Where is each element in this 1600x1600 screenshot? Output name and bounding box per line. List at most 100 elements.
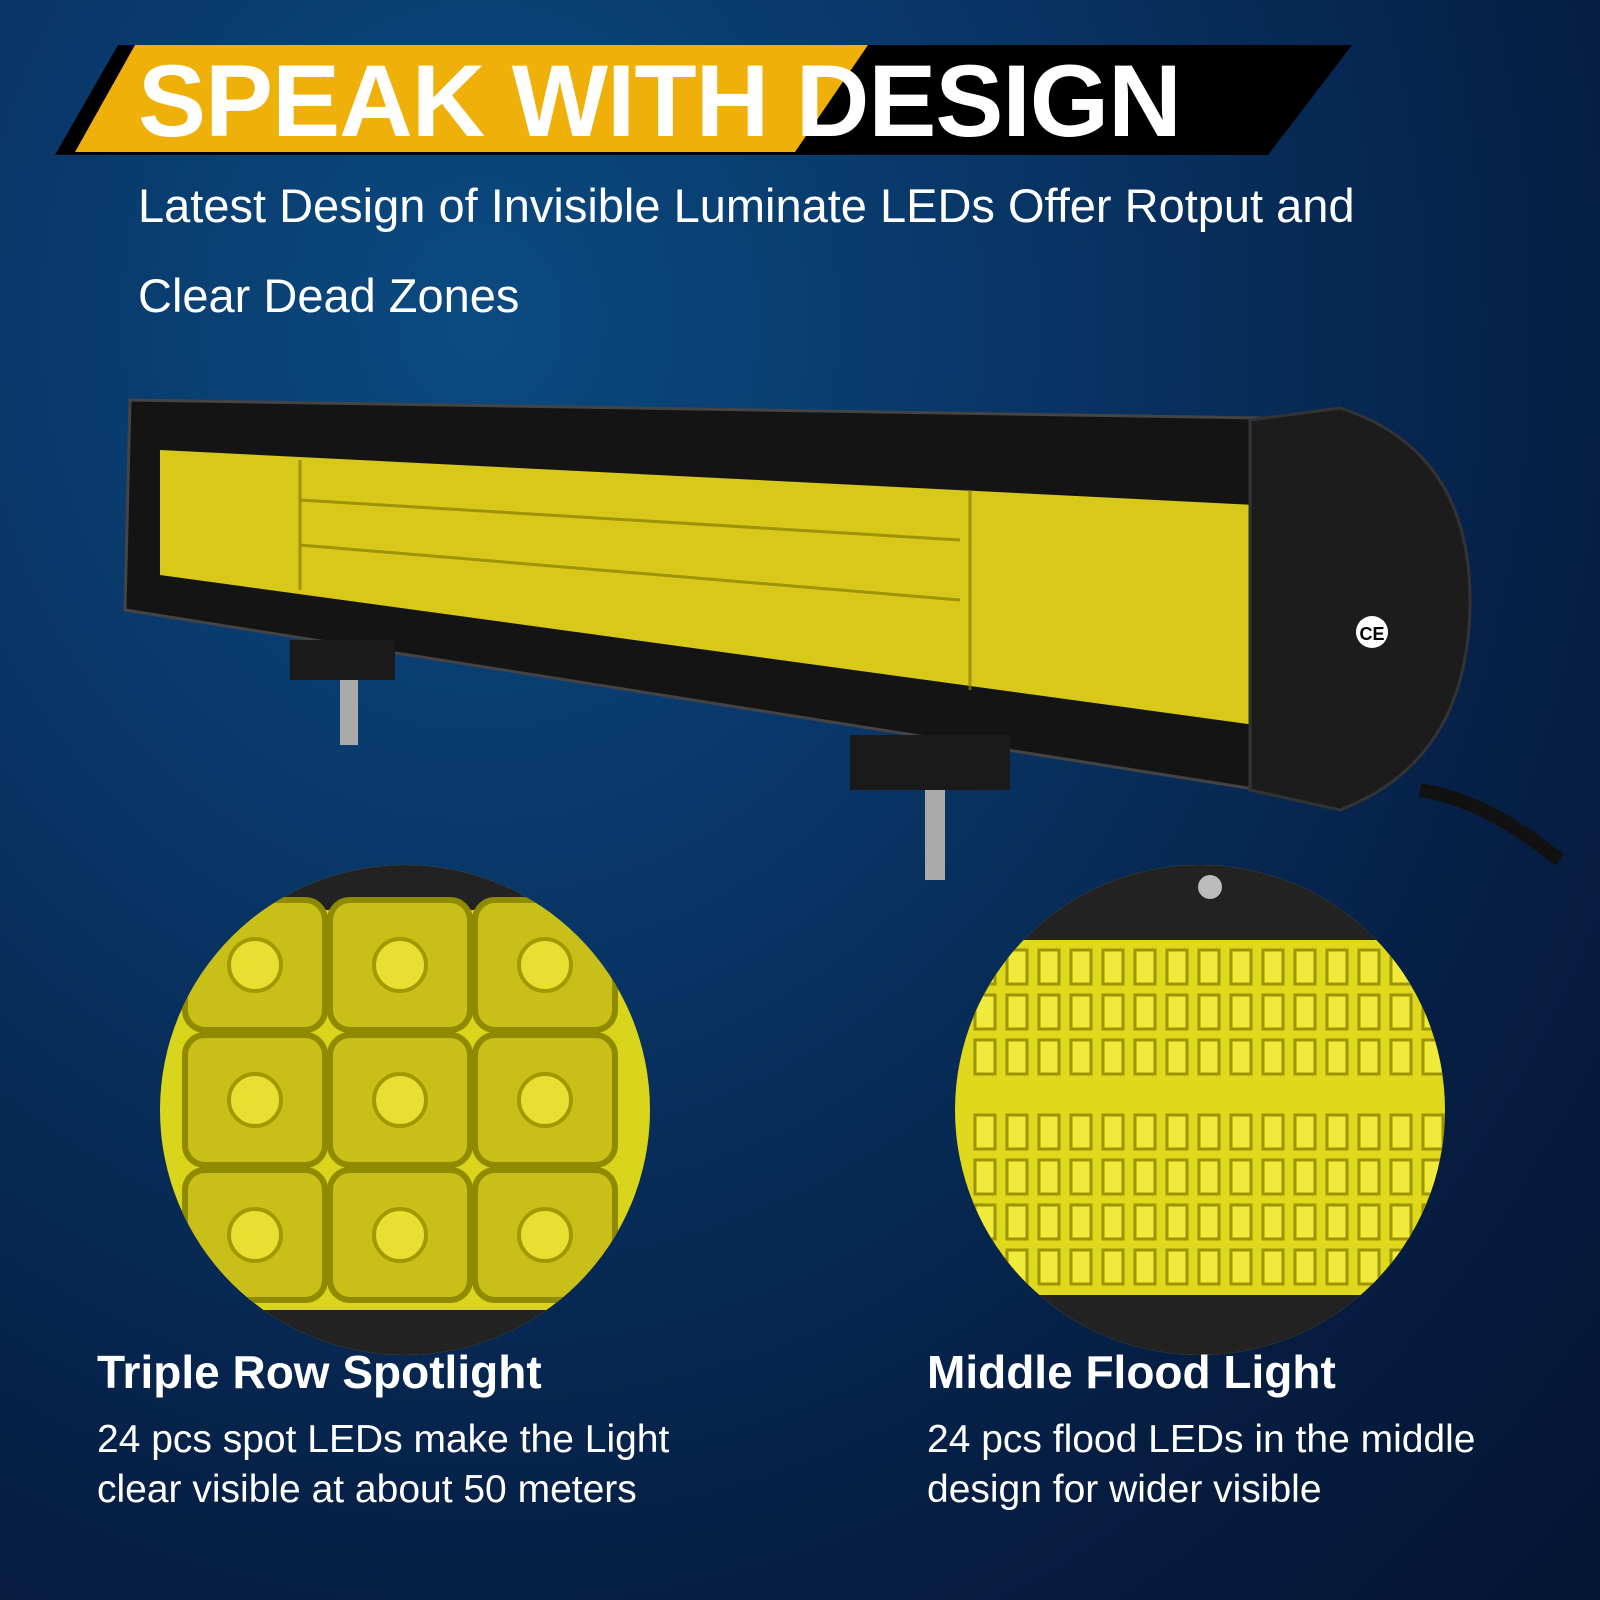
flood-led [1261,1038,1285,1076]
flood-led [1165,948,1189,986]
flood-led [973,1113,997,1151]
flood-led [1005,1248,1029,1286]
flood-led [1165,1038,1189,1076]
flood-led [1197,1113,1221,1151]
subtitle-line2: Clear Dead Zones [138,269,520,322]
desc-line: clear visible at about 50 meters [97,1468,637,1511]
flood-led [973,1158,997,1196]
flood-led [1229,1203,1253,1241]
flood-led [1069,1203,1093,1241]
flood-led [1101,1158,1125,1196]
flood-led [1165,1113,1189,1151]
flood-led [1325,948,1349,986]
flood-led [1133,1203,1157,1241]
feature-desc-spotlight: 24 pcs spot LEDs make the Light clear vis… [97,1415,669,1515]
flood-led [1421,1203,1445,1241]
desc-line: 24 pcs flood LEDs in the middle [927,1418,1476,1461]
banner-yellow-band [75,45,868,152]
screw-icon [1198,875,1222,899]
flood-led [973,993,997,1031]
flood-led [1325,1158,1349,1196]
feature-desc-flood: 24 pcs flood LEDs in the middle design fo… [927,1415,1475,1515]
flood-led [1229,993,1253,1031]
flood-led [1101,1248,1125,1286]
flood-led [1421,1248,1445,1286]
flood-led [973,1038,997,1076]
flood-led [1165,1158,1189,1196]
headline-part1: SPEAK WITH [138,44,796,158]
flood-led [1005,1113,1029,1151]
flood-led [1325,1038,1349,1076]
flood-led [1325,1203,1349,1241]
flood-led [1389,1113,1413,1151]
spotlight-closeup [160,865,650,1355]
flood-led [1005,1158,1029,1196]
flood-led [973,1248,997,1286]
ce-mark-text: CE [1359,624,1384,644]
flood-led [1293,993,1317,1031]
flood-led [1197,948,1221,986]
flood-led [1101,948,1125,986]
flood-led [1037,1248,1061,1286]
flood-led [1421,1113,1445,1151]
flood-led [1197,993,1221,1031]
flood-led [1101,1038,1125,1076]
flood-led [1101,993,1125,1031]
flood-led [1069,948,1093,986]
flood-led [1325,1248,1349,1286]
flood-led [1357,1203,1381,1241]
flood-led [1389,1248,1413,1286]
flood-led [1421,1158,1445,1196]
flood-led [1165,993,1189,1031]
flood-led [1293,1158,1317,1196]
mount-bolt-right [925,790,945,880]
flood-led-grid [955,865,1445,1355]
flood-led [1357,1113,1381,1151]
flood-led [1165,1248,1189,1286]
flood-led [1197,1203,1221,1241]
flood-led [1037,1158,1061,1196]
desc-line: 24 pcs spot LEDs make the Light [97,1418,670,1461]
flood-led [1261,993,1285,1031]
mount-bracket-left [290,640,395,680]
desc-line: design for wider visible [927,1468,1322,1511]
flood-led [1005,993,1029,1031]
flood-led [1165,1203,1189,1241]
flood-led [1229,1248,1253,1286]
flood-led [1229,1113,1253,1151]
flood-led [1389,1158,1413,1196]
flood-led [1293,948,1317,986]
subtitle-line1: Latest Design of Invisible Luminate LEDs… [138,179,1355,232]
flood-led [1133,1248,1157,1286]
power-cable [1418,783,1565,866]
flood-led [1197,1038,1221,1076]
flood-led [1133,948,1157,986]
flood-led [1357,948,1381,986]
flood-led [1421,1038,1445,1076]
flood-led [1069,1038,1093,1076]
flood-led [1133,1038,1157,1076]
flood-led [1293,1248,1317,1286]
flood-led [1197,1248,1221,1286]
lens-dividers [298,460,972,690]
flood-led [1037,993,1061,1031]
flood-led [1005,948,1029,986]
flood-led [1293,1203,1317,1241]
flood-led [1421,993,1445,1031]
flood-led [1261,1113,1285,1151]
flood-led [1197,1158,1221,1196]
flood-led [973,948,997,986]
flood-led [1261,948,1285,986]
flood-led [1069,993,1093,1031]
end-cap [1248,406,1472,812]
flood-led [1037,1203,1061,1241]
flood-led [1261,1158,1285,1196]
floodlight-closeup [955,865,1445,1355]
flood-led [1389,993,1413,1031]
flood-led [1421,948,1445,986]
flood-led [1261,1203,1285,1241]
flood-led [1293,1113,1317,1151]
feature-title-flood: Middle Flood Light [927,1346,1336,1398]
flood-led [1069,1248,1093,1286]
flood-led [1389,1038,1413,1076]
